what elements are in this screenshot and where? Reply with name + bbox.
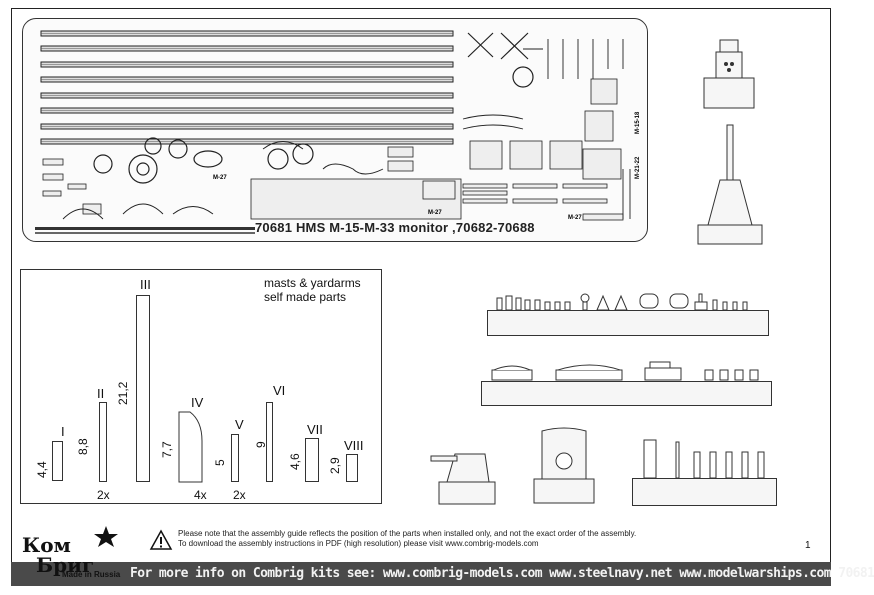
masts-title: masts & yardarms self made parts xyxy=(264,276,361,304)
fret-parts-drawing: M-27 M-27 M-27 M-21-22 M-15-18 xyxy=(35,30,641,234)
fret-label: M-27 xyxy=(568,215,582,221)
yardarm-strip xyxy=(178,411,203,483)
mast-strip xyxy=(266,402,273,482)
part-quantity: 2x xyxy=(233,488,246,502)
mast-strip xyxy=(231,434,239,482)
part-illustrations-top-right xyxy=(697,39,763,245)
masts-yardarms-panel xyxy=(20,269,382,504)
part-roman-label: I xyxy=(61,424,65,439)
mast-strip xyxy=(346,454,358,482)
page-number: 1 xyxy=(805,540,811,551)
footer-links-text: For more info on Combrig kits see: www.c… xyxy=(130,566,874,581)
fret-label: M-27 xyxy=(213,175,227,181)
mast-strip xyxy=(305,438,319,482)
mast-strip xyxy=(136,295,150,482)
part-roman-label: II xyxy=(97,386,105,401)
logo-brand-line2: Бриг xyxy=(36,553,94,577)
mast-strip xyxy=(99,402,107,482)
part-dimension: 5 xyxy=(213,459,227,466)
notice-line-2: To download the assembly instructions in… xyxy=(178,539,539,548)
gun-mount-illustration xyxy=(430,453,496,505)
logo-brand-line1: Ком xyxy=(22,533,71,557)
fret-label: M-27 xyxy=(428,210,442,216)
part-dimension: 2,9 xyxy=(328,457,342,474)
notice-line-1: Please note that the assembly guide refl… xyxy=(178,529,637,538)
part-dimension: 4,6 xyxy=(288,453,302,470)
part-roman-label: VIII xyxy=(344,438,364,453)
fittings-row-1 xyxy=(496,293,748,311)
combrig-logo: Ком Бриг xyxy=(22,526,118,577)
part-roman-label: III xyxy=(140,277,151,292)
fittings-row-3 xyxy=(643,439,765,479)
part-dimension: 8,8 xyxy=(76,438,90,455)
star-icon xyxy=(94,526,118,547)
logo-made-in: Made in Russia xyxy=(62,570,121,579)
fret-label: M-21-22 xyxy=(635,156,641,179)
warning-triangle-icon xyxy=(149,529,173,550)
part-roman-label: VI xyxy=(273,383,286,398)
fret-caption: 70681 HMS M-15-M-33 monitor ,70682-70688 xyxy=(255,220,535,235)
fittings-base-1 xyxy=(487,310,769,336)
photo-etch-fret: M-27 M-27 M-27 M-21-22 M-15-18 xyxy=(22,18,648,242)
part-quantity: 2x xyxy=(97,488,110,502)
part-dimension: 4,4 xyxy=(35,461,49,478)
masts-title-line2: self made parts xyxy=(264,290,347,304)
fret-label: M-15-18 xyxy=(635,111,641,134)
part-roman-label: V xyxy=(235,417,244,432)
fittings-base-2 xyxy=(481,381,772,406)
footer-bar xyxy=(11,562,831,586)
part-quantity: 4x xyxy=(194,488,207,502)
part-dimension: 7,7 xyxy=(160,441,174,458)
fittings-row-2 xyxy=(491,361,759,381)
mast-strip xyxy=(52,441,63,481)
searchlight-platform-illustration xyxy=(533,427,595,504)
fittings-base-3 xyxy=(632,478,777,506)
masts-title-line1: masts & yardarms xyxy=(264,276,361,290)
assembly-notice: Please note that the assembly guide refl… xyxy=(178,529,636,549)
part-dimension: 9 xyxy=(254,441,268,448)
part-dimension: 21,2 xyxy=(116,381,130,405)
part-roman-label: IV xyxy=(191,395,204,410)
part-roman-label: VII xyxy=(307,422,323,437)
